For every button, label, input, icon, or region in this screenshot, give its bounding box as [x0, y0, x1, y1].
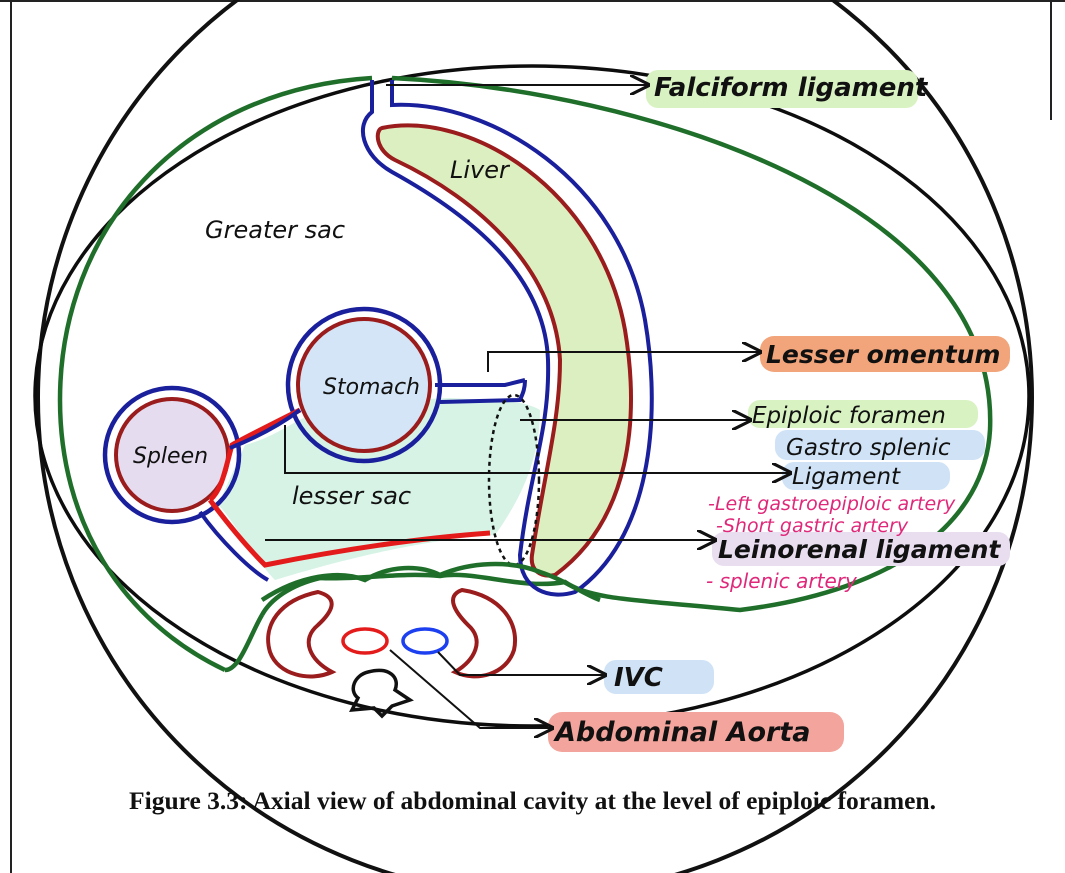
label-spleen: Spleen [133, 444, 208, 469]
inferior-vena-cava [403, 629, 447, 653]
label-epiploic-foramen: Epiploic foramen [752, 403, 946, 429]
figure-caption: Figure 3.3: Axial view of abdominal cavi… [0, 786, 1065, 816]
label-lienorenal: Leinorenal ligament [718, 535, 1001, 564]
label-splenic-artery: - splenic artery [706, 569, 858, 593]
left-kidney [268, 592, 332, 676]
label-greater-sac: Greater sac [205, 216, 345, 244]
label-gastrosplenic: Gastro splenic [786, 435, 951, 461]
label-left-gastroepiploic: -Left gastroepiploic artery [708, 493, 956, 515]
label-ligament: Ligament [792, 464, 901, 490]
label-aorta: Abdominal Aorta [553, 717, 810, 748]
label-stomach: Stomach [323, 375, 420, 400]
ivc-pointer [438, 652, 605, 675]
label-short-gastric: -Short gastric artery [716, 515, 909, 537]
label-ivc: IVC [614, 663, 663, 693]
right-kidney [453, 590, 515, 676]
label-falciform: Falciform ligament [654, 73, 929, 103]
label-lesser-omentum: Lesser omentum [766, 340, 1000, 369]
abdominal-aorta [343, 629, 387, 653]
abdomen-outline [35, 66, 1029, 726]
label-lesser-sac: lesser sac [292, 482, 411, 510]
label-liver: Liver [450, 156, 511, 184]
